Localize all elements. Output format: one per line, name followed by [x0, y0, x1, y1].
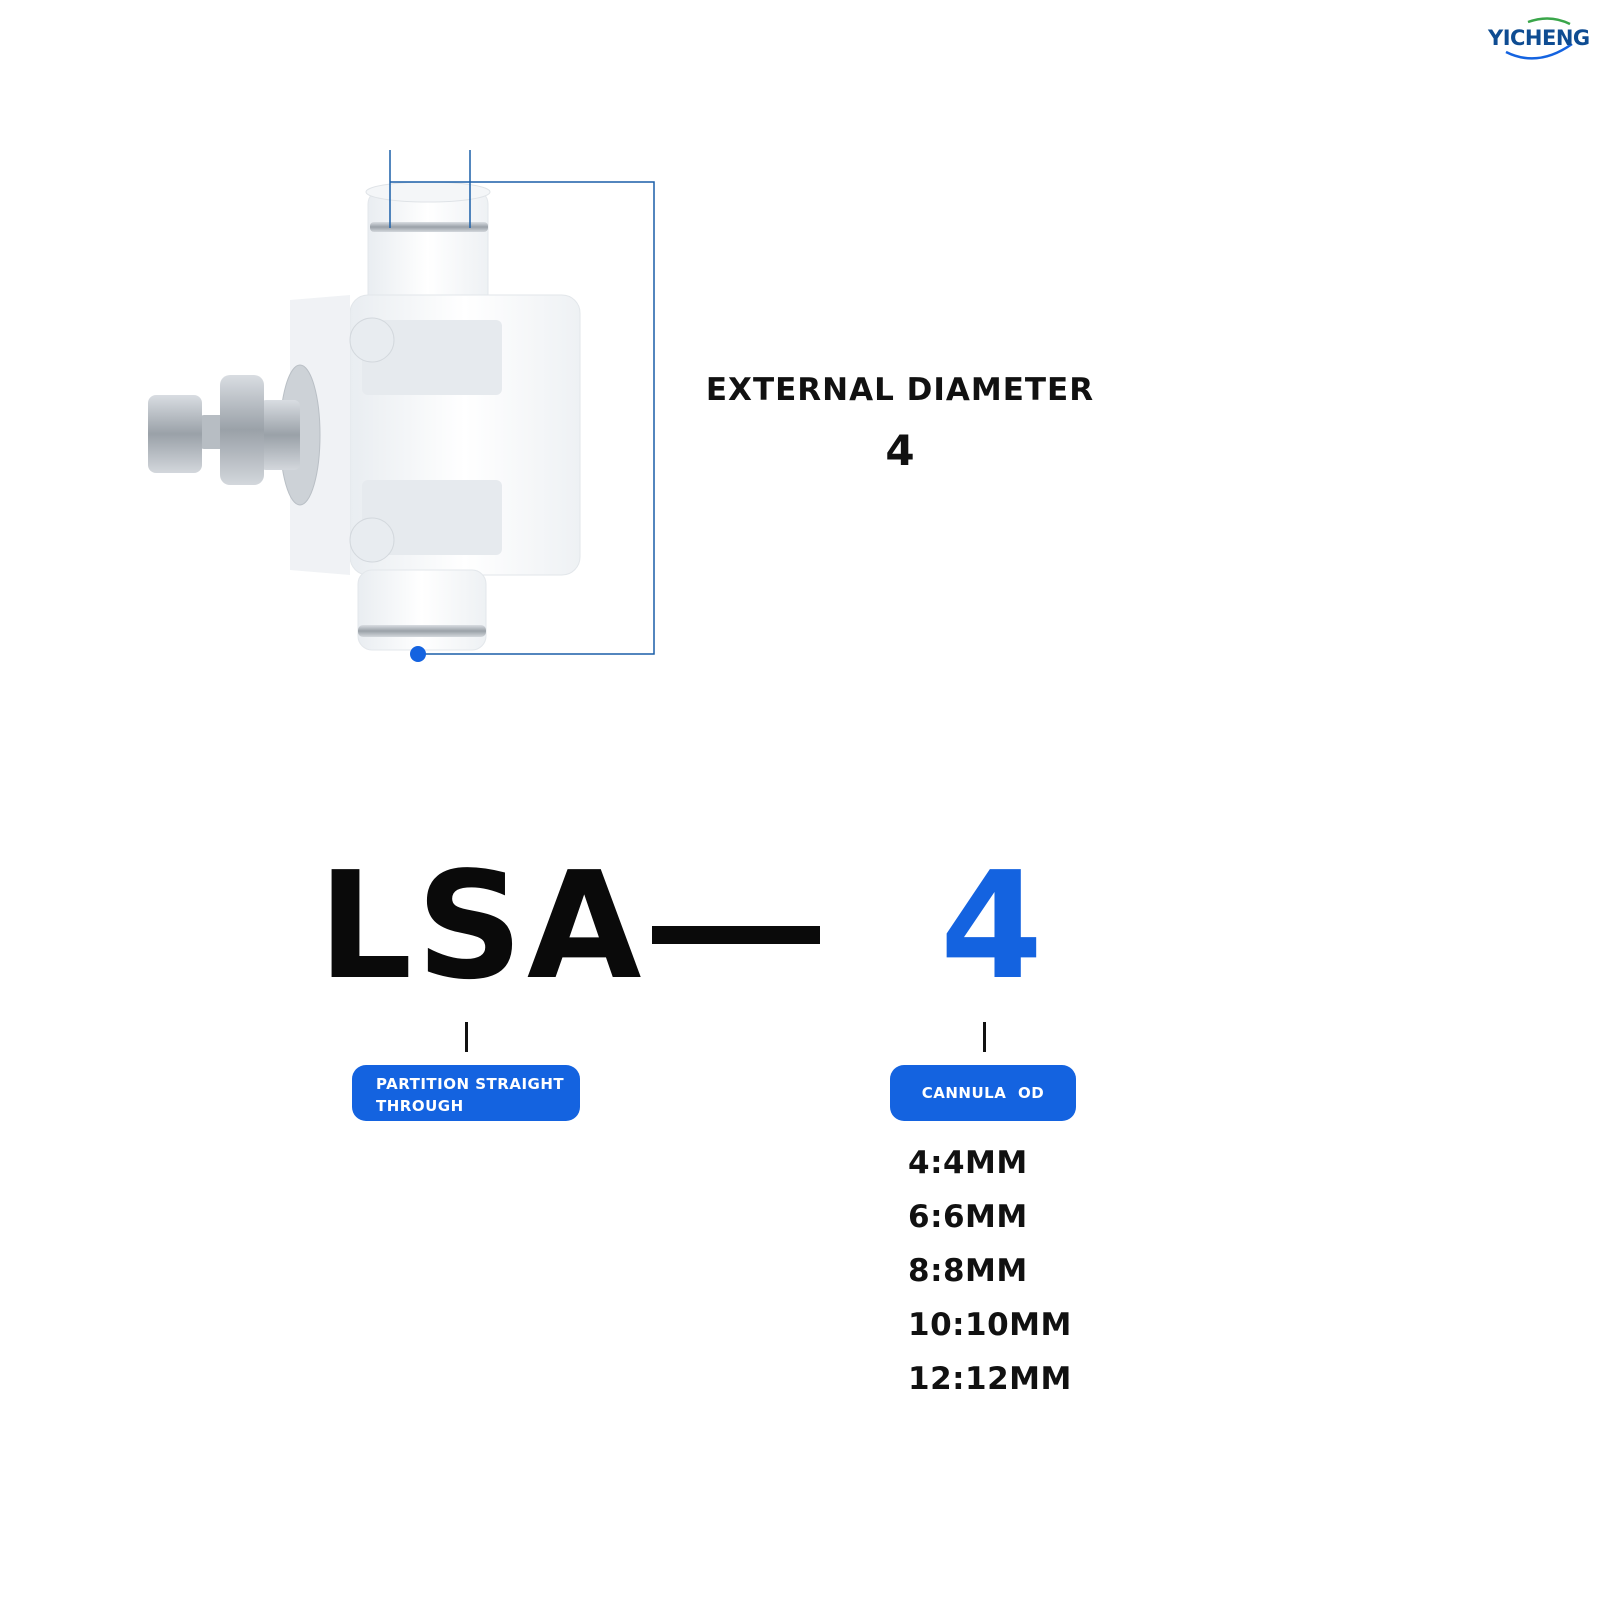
model-size-code: 4: [940, 840, 1043, 1012]
size-label-pill: CANNULA OD: [890, 1065, 1076, 1121]
series-label-pill: PARTITION STRAIGHT THROUGH: [352, 1065, 580, 1121]
list-item: 4:4MM: [908, 1145, 1028, 1181]
external-diameter-value: 4: [885, 426, 915, 475]
size-callout-line: [983, 1022, 986, 1052]
external-diameter-label: EXTERNAL DIAMETER: [705, 372, 1095, 408]
model-code-separator: [652, 926, 820, 944]
model-series-code: LSA: [318, 840, 646, 1012]
list-item: 12:12MM: [908, 1361, 1072, 1397]
size-options-list: 4:4MM 6:6MM 8:8MM 10:10MM 12:12MM: [908, 1136, 1072, 1406]
series-callout-line: [465, 1022, 468, 1052]
logo-swoosh: [1505, 17, 1573, 60]
list-item: 6:6MM: [908, 1199, 1028, 1235]
logo-text: YICHENG: [1488, 26, 1590, 50]
series-label-line1: PARTITION STRAIGHT: [376, 1075, 565, 1093]
list-item: 8:8MM: [908, 1253, 1028, 1289]
valve-illustration: [148, 150, 655, 662]
product-image-flow-control-valve: [140, 150, 680, 690]
brand-logo: YICHENG: [1488, 14, 1590, 70]
series-label-line2: THROUGH: [376, 1097, 464, 1115]
list-item: 10:10MM: [908, 1307, 1072, 1343]
